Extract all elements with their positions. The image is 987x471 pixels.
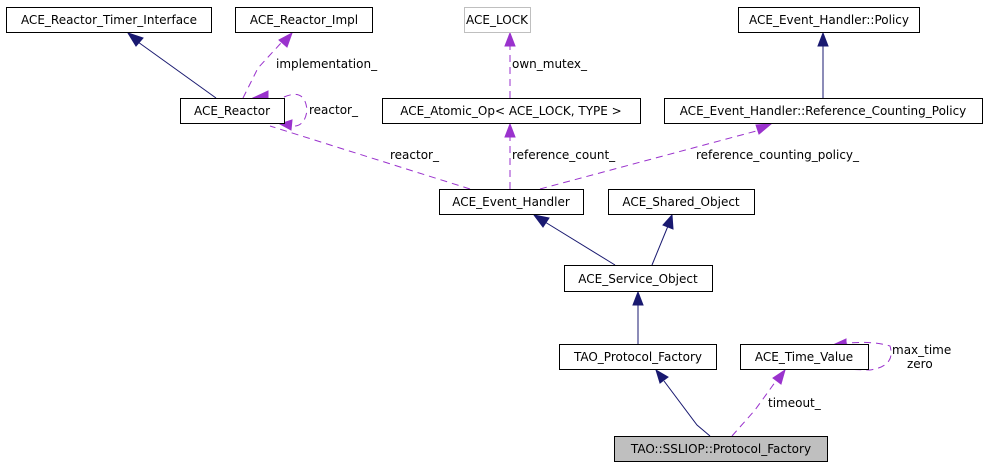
edge-ssliop-to-tao-factory [663, 380, 711, 437]
node-event-handler-policy[interactable]: ACE_Event_Handler::Policy [738, 7, 920, 33]
edge-service-to-shared-object [651, 225, 669, 266]
node-ace-reactor-impl[interactable]: ACE_Reactor_Impl [235, 7, 373, 33]
node-label: ACE_Atomic_Op< ACE_LOCK, TYPE > [400, 104, 621, 118]
node-label: ACE_Service_Object [578, 272, 698, 286]
label-zero: zero [907, 357, 933, 371]
label-own-mutex: own_mutex_ [512, 57, 588, 71]
arrowhead [126, 32, 144, 47]
node-ace-shared-object[interactable]: ACE_Shared_Object [608, 189, 755, 215]
node-label: TAO::SSLIOP::Protocol_Factory [630, 442, 811, 456]
arrowhead [755, 123, 773, 135]
node-label: ACE_Reactor_Timer_Interface [21, 13, 197, 27]
arrowhead [532, 214, 550, 228]
arrowhead [504, 31, 516, 47]
node-ssliop-protocol-factory: TAO::SSLIOP::Protocol_Factory [614, 436, 828, 462]
edge-reference-counting-policy [539, 129, 761, 190]
label-reactor-self: reactor_ [309, 103, 359, 117]
node-reference-counting-policy[interactable]: ACE_Event_Handler::Reference_Counting_Po… [664, 98, 983, 124]
arrowhead [632, 290, 644, 306]
node-ace-reactor-timer-interface[interactable]: ACE_Reactor_Timer_Interface [6, 7, 212, 33]
node-ace-time-value[interactable]: ACE_Time_Value [740, 344, 869, 370]
label-timeout: timeout_ [768, 396, 822, 410]
edge-reactor-self [283, 93, 308, 127]
node-ace-event-handler[interactable]: ACE_Event_Handler [439, 189, 584, 215]
arrowhead [278, 31, 293, 48]
label-implementation: implementation_ [276, 57, 378, 71]
label-reactor: reactor_ [390, 148, 440, 162]
edge-reactor-to-timer-interface [137, 41, 217, 99]
inheritance-edges [126, 31, 829, 437]
node-label: ACE_LOCK [466, 13, 529, 27]
arrowhead [817, 31, 829, 47]
arrowhead [278, 119, 293, 131]
edge-time-value-self [839, 341, 892, 371]
label-max-time: max_time [892, 343, 951, 357]
arrowhead [772, 368, 786, 385]
node-label: ACE_Shared_Object [622, 195, 740, 209]
node-label: ACE_Reactor_Impl [250, 13, 358, 27]
node-label: ACE_Time_Value [755, 350, 853, 364]
node-ace-lock: ACE_LOCK [464, 7, 531, 33]
arrowhead [662, 213, 674, 230]
node-label: TAO_Protocol_Factory [573, 350, 702, 364]
usage-edges [242, 31, 892, 437]
node-tao-protocol-factory[interactable]: TAO_Protocol_Factory [559, 344, 717, 370]
node-label: ACE_Event_Handler::Reference_Counting_Po… [680, 104, 967, 118]
node-ace-reactor[interactable]: ACE_Reactor [180, 98, 285, 124]
node-ace-atomic-op[interactable]: ACE_Atomic_Op< ACE_LOCK, TYPE > [382, 98, 641, 124]
edge-labels: implementation_ reactor_ own_mutex_ reac… [276, 57, 951, 410]
label-reference-count: reference_count_ [512, 148, 616, 162]
node-ace-service-object[interactable]: ACE_Service_Object [564, 265, 713, 292]
node-label: ACE_Reactor [194, 104, 270, 118]
edge-service-to-event-handler [544, 221, 616, 266]
arrowhead [655, 368, 669, 384]
node-label: ACE_Event_Handler [452, 195, 570, 209]
edge-reactor [269, 125, 471, 190]
node-label: ACE_Event_Handler::Policy [749, 13, 909, 27]
label-reference-counting-policy: reference_counting_policy_ [696, 148, 860, 162]
arrowhead [504, 122, 516, 138]
